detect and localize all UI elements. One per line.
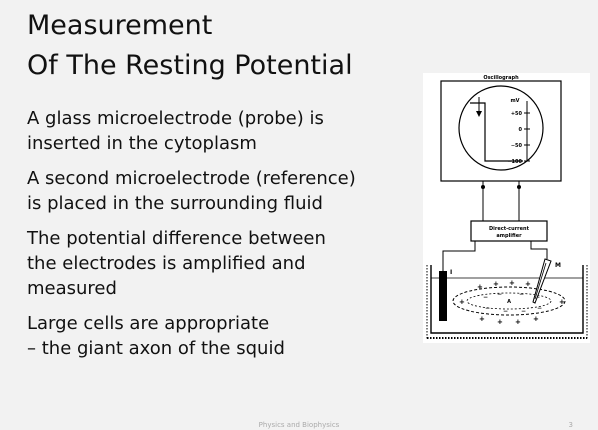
- diagram-svg: Oscillograph mV +50 0 −50 −100 Direct-cu…: [426, 75, 588, 339]
- bullet-text: inserted in the cytoplasm: [27, 133, 257, 154]
- bullet-text: A glass microelectrode (probe) is: [27, 108, 324, 129]
- bullet-item: A second microelectrode (reference) is p…: [27, 166, 419, 216]
- oscillograph-label: Oscillograph: [483, 75, 519, 81]
- minus-charge: −: [537, 305, 542, 312]
- probe-wire: [530, 241, 548, 259]
- oscillograph-screen: [458, 85, 544, 171]
- bullet-text: A second microelectrode (reference): [27, 168, 356, 189]
- bullet-text: Large cells are appropriate: [27, 313, 270, 334]
- probe-label: M: [555, 262, 561, 269]
- terminal-icon: [481, 185, 485, 189]
- arrow-head-icon: [476, 111, 482, 117]
- scale-label: +50: [511, 111, 523, 117]
- page-number: 3: [568, 421, 573, 429]
- scale-label: −100: [507, 159, 522, 165]
- plus-charge: +: [559, 298, 565, 306]
- reference-wire: [442, 241, 476, 271]
- cell-membrane: [452, 286, 566, 316]
- plus-charge: +: [493, 280, 499, 288]
- terminal-icon: [517, 185, 521, 189]
- reference-electrode: [439, 271, 447, 321]
- plus-charge: +: [533, 315, 539, 323]
- minus-charge: −: [485, 305, 490, 312]
- bullet-text: the electrodes is amplified and: [27, 253, 306, 274]
- minus-charge: −: [521, 308, 526, 315]
- title-line-1: Measurement: [27, 10, 213, 41]
- bullet-text: measured: [27, 278, 117, 299]
- cell-interior: [466, 292, 552, 310]
- slide-title: Measurement Of The Resting Potential: [27, 6, 417, 86]
- bullet-text: – the giant axon of the squid: [27, 338, 285, 359]
- bullet-list: A glass microelectrode (probe) is insert…: [27, 106, 419, 371]
- slide-footer: Physics and Biophysics: [258, 421, 340, 429]
- scale-label: −50: [511, 143, 523, 149]
- plus-charge: +: [477, 283, 483, 291]
- plus-charge: +: [509, 279, 515, 287]
- amplifier-label: amplifier: [496, 233, 522, 239]
- probe-core: [534, 262, 547, 300]
- plus-charge: +: [525, 280, 531, 288]
- bullet-item: Large cells are appropriate – the giant …: [27, 311, 419, 361]
- scale-label: 0: [519, 127, 523, 133]
- plus-charge: +: [497, 318, 503, 326]
- bath-wall: [430, 265, 584, 334]
- plus-charge: +: [459, 298, 465, 306]
- amplifier-box: [470, 220, 548, 242]
- minus-charge: −: [503, 308, 508, 315]
- measurement-diagram: Oscillograph mV +50 0 −50 −100 Direct-cu…: [423, 73, 590, 343]
- bullet-text: The potential difference between: [27, 228, 326, 249]
- voltage-trace: [470, 102, 523, 162]
- bullet-text: is placed in the surrounding fluid: [27, 193, 323, 214]
- bullet-item: A glass microelectrode (probe) is insert…: [27, 106, 419, 156]
- cell-label: A: [507, 299, 511, 305]
- minus-charge: −: [519, 291, 524, 298]
- reference-label: I: [450, 269, 452, 276]
- unit-label: mV: [510, 98, 519, 104]
- minus-charge: −: [483, 294, 488, 301]
- bullet-item: The potential difference between the ele…: [27, 226, 419, 301]
- minus-charge: −: [497, 291, 502, 298]
- plus-charge: +: [479, 315, 485, 323]
- amplifier-label: Direct-current: [489, 226, 530, 232]
- plus-charge: +: [515, 318, 521, 326]
- title-line-2: Of The Resting Potential: [27, 50, 353, 81]
